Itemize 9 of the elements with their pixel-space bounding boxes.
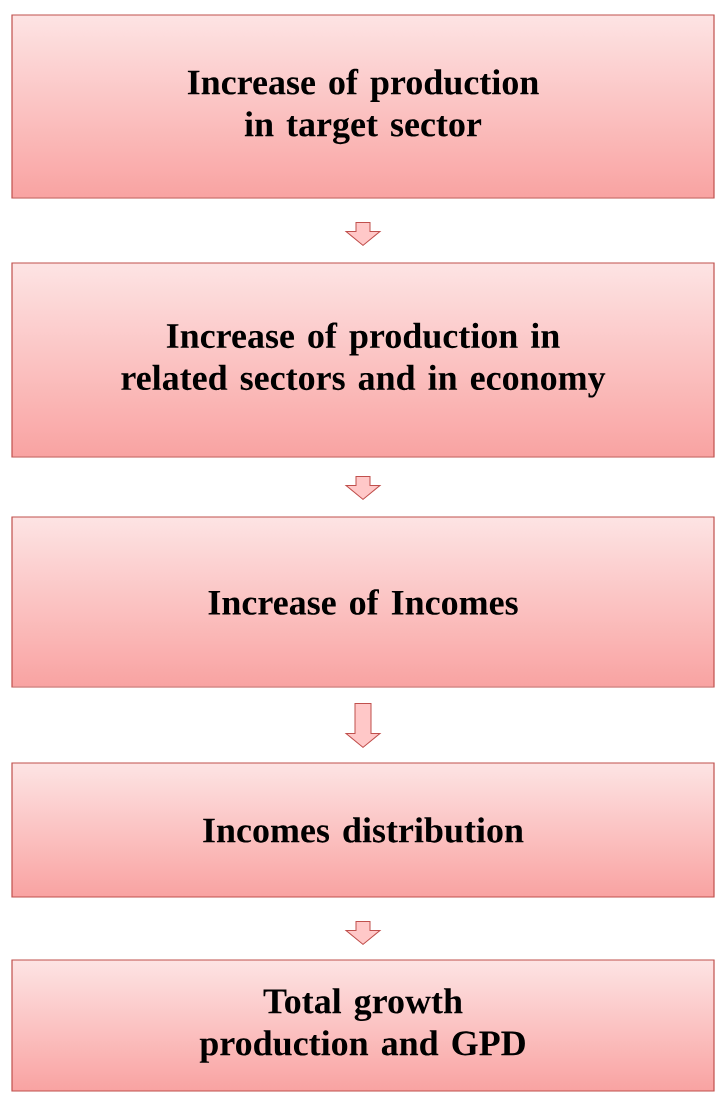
block-arrow: [345, 476, 381, 500]
process-box: Increase of Incomes: [11, 516, 715, 688]
process-box: Incomes distribution: [11, 762, 715, 898]
block-arrow: [345, 703, 381, 748]
block-arrow: [345, 921, 381, 945]
block-arrow: [345, 222, 381, 246]
process-box: Total growth production and GPD: [11, 959, 715, 1092]
process-box: Increase of production in target sector: [11, 14, 715, 199]
process-box: Increase of production in related sectors and in economy: [11, 262, 715, 458]
